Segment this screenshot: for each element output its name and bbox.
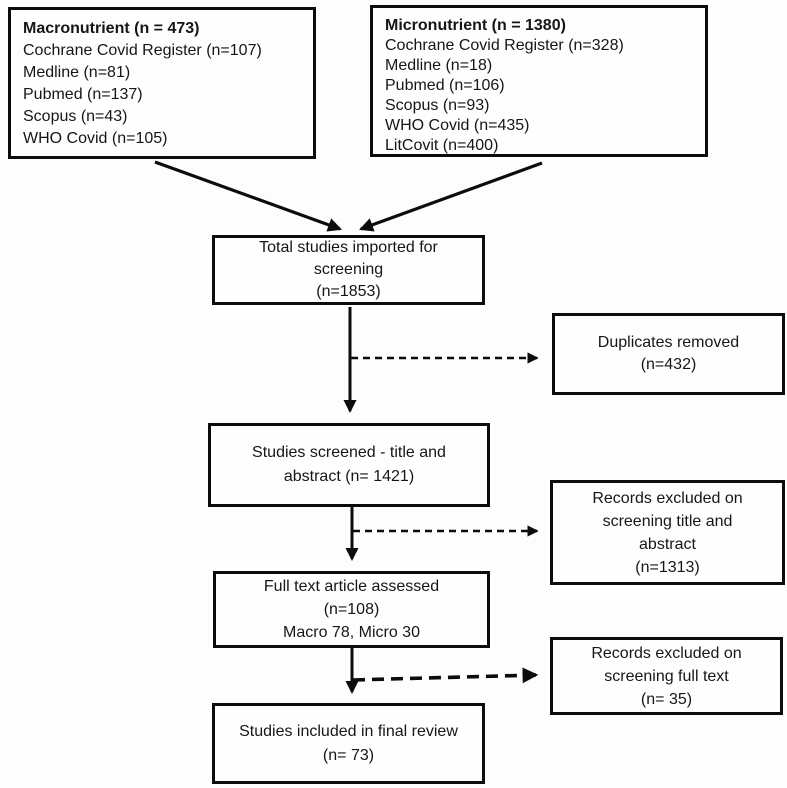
fulltext-assessed-box: Full text article assessed (n=108) Macro… — [213, 571, 490, 648]
final-review-line: Studies included in final review — [239, 722, 458, 740]
total-imported-box: Total studies imported for screening (n=… — [212, 235, 485, 305]
macro-source-item: Cochrane Covid Register (n=107) — [23, 42, 262, 59]
macro-source-item: WHO Covid (n=105) — [23, 130, 168, 147]
macronutrient-sources-box: Macronutrient (n = 473) Cochrane Covid R… — [8, 7, 316, 159]
excluded-title-abstract-count: (n=1313) — [635, 558, 700, 576]
final-review-box: Studies included in final review (n= 73) — [212, 703, 485, 784]
total-imported-count: (n=1853) — [316, 283, 381, 300]
excluded-fulltext-box: Records excluded on screening full text … — [550, 637, 783, 715]
micronutrient-sources-box: Micronutrient (n = 1380) Cochrane Covid … — [370, 5, 708, 157]
duplicates-removed-line: Duplicates removed — [597, 334, 740, 351]
arrow-micro-to-total-icon — [359, 161, 543, 232]
final-review-count: (n= 73) — [322, 746, 375, 764]
fulltext-assessed-line: Full text article assessed — [263, 578, 440, 595]
micro-source-item: Medline (n=18) — [385, 57, 493, 74]
macronutrient-title: Macronutrient (n = 473) — [23, 20, 200, 37]
excluded-fulltext-line: Records excluded on — [591, 644, 742, 662]
micro-source-item: LitCovit (n=400) — [385, 137, 499, 154]
excluded-title-abstract-line: screening title and — [602, 512, 733, 530]
micro-source-item: Cochrane Covid Register (n=328) — [385, 37, 624, 54]
duplicates-removed-count: (n=432) — [640, 356, 697, 373]
macro-source-item: Pubmed (n=137) — [23, 86, 143, 103]
arrow-macro-to-total-icon — [154, 160, 342, 232]
micro-source-item: Pubmed (n=106) — [385, 77, 505, 94]
excluded-title-abstract-box: Records excluded on screening title and … — [550, 480, 785, 585]
total-imported-line: screening — [313, 261, 384, 278]
arrow-dashed-to-excluded-fulltext-icon — [352, 667, 539, 684]
macro-source-item: Medline (n=81) — [23, 64, 131, 81]
micro-source-item: Scopus (n=93) — [385, 97, 490, 114]
studies-screened-line: Studies screened - title and — [252, 444, 446, 461]
excluded-title-abstract-line: abstract — [639, 535, 696, 553]
fulltext-assessed-breakdown: Macro 78, Micro 30 — [283, 624, 420, 641]
studies-screened-count: abstract (n= 1421) — [283, 468, 415, 485]
total-imported-line: Total studies imported for — [259, 239, 438, 256]
excluded-fulltext-line: screening full text — [604, 667, 729, 685]
excluded-fulltext-count: (n= 35) — [640, 690, 693, 708]
studies-screened-box: Studies screened - title and abstract (n… — [208, 423, 490, 507]
duplicates-removed-box: Duplicates removed (n=432) — [552, 313, 785, 395]
micronutrient-title: Micronutrient (n = 1380) — [385, 17, 566, 34]
macro-source-item: Scopus (n=43) — [23, 108, 128, 125]
fulltext-assessed-count: (n=108) — [323, 601, 380, 618]
micro-source-item: WHO Covid (n=435) — [385, 117, 530, 134]
excluded-title-abstract-line: Records excluded on — [592, 489, 743, 507]
